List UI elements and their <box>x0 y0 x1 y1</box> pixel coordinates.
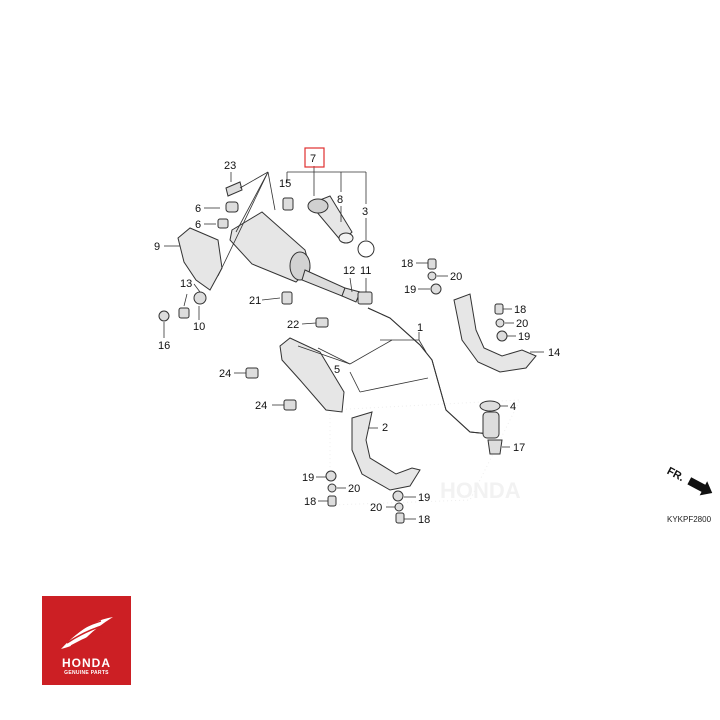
arrow-right-icon <box>687 477 713 496</box>
honda-watermark: HONDA <box>329 399 521 506</box>
callout-18d[interactable]: 18 <box>418 514 430 526</box>
callout-22[interactable]: 22 <box>287 319 299 331</box>
callout-labels: 1 2 3 4 5 6 6 7 8 9 10 11 12 13 14 15 16… <box>154 153 560 526</box>
washer-6a <box>225 201 239 213</box>
joint-pipe-assembly <box>282 195 375 258</box>
callout-6b[interactable]: 6 <box>195 219 201 231</box>
highlight-box <box>304 147 325 168</box>
callout-5[interactable]: 5 <box>334 364 340 376</box>
svg-text:HONDA: HONDA <box>440 478 521 503</box>
callout-19d[interactable]: 19 <box>418 492 430 504</box>
callout-2[interactable]: 2 <box>382 422 388 434</box>
callout-6a[interactable]: 6 <box>195 203 201 215</box>
callout-9[interactable]: 9 <box>154 241 160 253</box>
bolt-18a <box>427 258 437 270</box>
callout-14[interactable]: 14 <box>548 347 560 359</box>
callout-19c[interactable]: 19 <box>302 472 314 484</box>
callout-11[interactable]: 11 <box>360 265 371 277</box>
callout-20a[interactable]: 20 <box>450 271 462 283</box>
gasket-4 <box>479 400 501 412</box>
washer-20b <box>495 318 505 328</box>
callout-20b[interactable]: 20 <box>516 318 528 330</box>
exhaust-pipe-protector-upper <box>453 293 537 373</box>
heat-shield-cover <box>177 227 223 291</box>
grommet-19d <box>392 490 404 502</box>
grommet-19b <box>496 330 508 342</box>
collar <box>178 307 190 319</box>
callout-24a[interactable]: 24 <box>219 368 231 380</box>
callout-17[interactable]: 17 <box>513 442 525 454</box>
bolt-22 <box>315 317 329 328</box>
diagram-code: KYKPF2800 <box>667 515 712 524</box>
bolt-18b <box>494 303 504 315</box>
callout-7[interactable]: 7 <box>310 153 316 165</box>
muffler-protector <box>279 337 345 413</box>
leader-lines <box>163 166 544 520</box>
bolt-18c <box>327 495 337 507</box>
callout-18a[interactable]: 18 <box>401 258 413 270</box>
honda-wing-icon <box>60 617 113 649</box>
honda-genuine-parts-logo: HONDA GENUINE PARTS <box>42 596 131 685</box>
callout-18b[interactable]: 18 <box>514 304 526 316</box>
callout-18c[interactable]: 18 <box>304 496 316 508</box>
washer-20c <box>327 483 337 493</box>
callout-21[interactable]: 21 <box>249 295 261 307</box>
direction-label: FR. <box>665 465 686 484</box>
callout-16[interactable]: 16 <box>158 340 170 352</box>
logo-tagline: GENUINE PARTS <box>64 670 109 676</box>
front-direction-indicator: FR. <box>665 465 713 496</box>
callout-10[interactable]: 10 <box>193 321 205 333</box>
logo-brand: HONDA <box>62 656 111 670</box>
grommet-19c <box>325 470 337 482</box>
callout-3[interactable]: 3 <box>362 206 368 218</box>
rubber-grommet <box>193 291 207 305</box>
callout-13[interactable]: 13 <box>180 278 192 290</box>
pipe-flange <box>482 411 500 439</box>
washer-20a <box>427 271 437 281</box>
callout-20d[interactable]: 20 <box>370 502 382 514</box>
washer-20d <box>394 502 404 512</box>
callout-24b[interactable]: 24 <box>255 400 267 412</box>
callout-19b[interactable]: 19 <box>518 331 530 343</box>
bolt-16 <box>158 310 170 322</box>
callout-23[interactable]: 23 <box>224 160 236 172</box>
callout-1[interactable]: 1 <box>417 322 423 334</box>
bolt-18d <box>395 512 405 524</box>
grommet-19a <box>430 283 442 295</box>
nut-17 <box>487 439 503 455</box>
callout-19a[interactable]: 19 <box>404 284 416 296</box>
bolt-24a <box>245 367 259 379</box>
muffler-assembly <box>229 211 361 303</box>
bolt-21 <box>281 291 293 305</box>
callout-12[interactable]: 12 <box>343 265 355 277</box>
bolt-23 <box>225 181 243 197</box>
callout-15[interactable]: 15 <box>279 178 291 190</box>
band-clamp <box>357 291 373 305</box>
washer-6b <box>217 218 229 229</box>
exhaust-pipe-protector-lower <box>351 411 421 491</box>
callout-20c[interactable]: 20 <box>348 483 360 495</box>
bolt-24b <box>283 399 297 411</box>
callout-8[interactable]: 8 <box>337 194 343 206</box>
callout-4[interactable]: 4 <box>510 401 516 413</box>
